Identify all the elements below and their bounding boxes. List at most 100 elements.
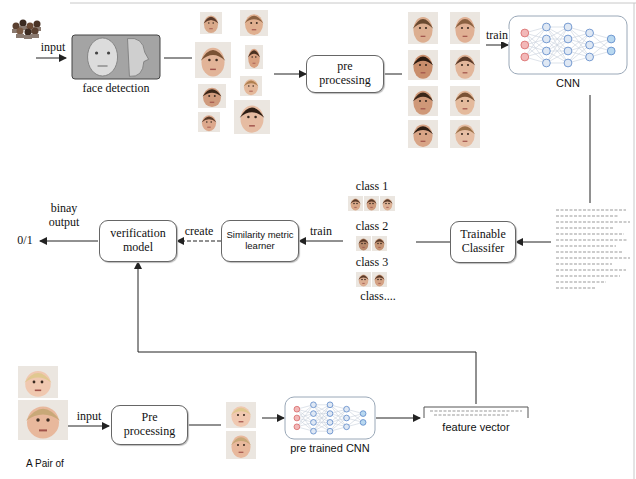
photo-ground — [380, 196, 395, 211]
mouth — [421, 72, 426, 73]
eye — [377, 279, 379, 281]
text-label: class 3 — [344, 256, 400, 270]
connector-arrow — [299, 241, 450, 242]
mouth — [386, 207, 388, 208]
text-label: input — [36, 41, 70, 55]
eye — [208, 95, 210, 97]
cnn-neuron — [311, 420, 317, 426]
feature-values — [556, 245, 616, 246]
cnn-figure: CNN — [508, 15, 628, 93]
eye — [208, 59, 211, 62]
cnn-neuron — [344, 406, 350, 412]
hair — [455, 19, 475, 29]
mouth — [239, 421, 244, 422]
photo-ground — [18, 400, 68, 440]
eye — [210, 121, 212, 123]
cnn-frame — [509, 16, 627, 74]
face-photo — [226, 431, 256, 459]
connector-arrow — [177, 241, 221, 242]
face-photo — [372, 236, 387, 251]
cnn-neuron — [327, 411, 333, 417]
face-skin — [455, 124, 474, 146]
eye — [467, 64, 469, 66]
connector-arrow — [138, 262, 476, 404]
hair — [413, 57, 433, 66]
photo-frame — [72, 35, 160, 79]
face-skin — [359, 274, 369, 286]
face-skin — [245, 14, 263, 35]
hair — [201, 50, 225, 61]
eye — [255, 56, 257, 58]
process-box: verification model — [99, 220, 177, 262]
feature-values — [434, 414, 508, 415]
hair — [202, 89, 221, 96]
face-photo — [348, 196, 363, 211]
photo-ground — [18, 366, 58, 398]
cnn-figure: pre trained CNN — [284, 396, 376, 462]
face-photo — [450, 86, 480, 116]
eye — [33, 381, 36, 384]
cnn-neuron — [311, 428, 317, 434]
hair — [231, 408, 251, 416]
photo-ground — [240, 76, 262, 96]
face-photo — [18, 366, 58, 398]
cnn-neuron — [327, 428, 333, 434]
mouth — [463, 141, 468, 142]
connector-arrow — [164, 58, 306, 74]
hair — [26, 409, 60, 421]
photo-ground — [195, 42, 231, 78]
face-skin — [231, 435, 250, 457]
crowd-head — [20, 20, 27, 27]
face-skin — [359, 238, 369, 250]
face-skin — [413, 55, 432, 79]
photo-ground — [372, 236, 387, 251]
mouth — [362, 247, 364, 248]
hair — [244, 16, 263, 24]
eye — [361, 243, 363, 245]
feature-values — [556, 239, 628, 240]
face-photo — [408, 120, 438, 148]
cnn-neuron — [344, 424, 350, 430]
eye — [364, 279, 366, 281]
hair — [248, 50, 260, 57]
mouth — [209, 28, 213, 29]
feature-values — [556, 287, 596, 288]
face-photo — [364, 196, 379, 211]
crowd-body — [31, 34, 39, 38]
connector-arrow — [516, 95, 590, 242]
eye — [41, 381, 44, 384]
face-photo — [245, 45, 263, 69]
face-skin — [203, 88, 221, 107]
edge-label: train — [309, 225, 333, 238]
cnn-neuron — [564, 23, 572, 31]
mouth — [210, 102, 214, 103]
eye — [425, 133, 427, 135]
face-detection-image: face detection — [68, 34, 164, 100]
face-skin — [202, 115, 216, 131]
hair — [24, 373, 51, 383]
photo-ground — [450, 120, 480, 148]
eye — [250, 22, 252, 24]
face-photo — [200, 12, 222, 34]
face-skin — [351, 198, 361, 210]
eye — [467, 100, 469, 102]
eye — [380, 279, 382, 281]
crowd-head — [34, 21, 41, 28]
photo-ground — [245, 45, 263, 69]
photo-ground — [356, 272, 371, 287]
mouth — [253, 63, 256, 64]
face-photo — [198, 112, 220, 132]
eye — [369, 203, 371, 205]
eye — [214, 95, 216, 97]
eye — [419, 100, 421, 102]
face-skin — [455, 91, 474, 115]
eye — [248, 85, 250, 87]
eye — [243, 414, 245, 416]
text-label: binay output — [38, 202, 90, 230]
face-skin — [204, 16, 218, 34]
hair — [240, 107, 264, 117]
cnn-neuron — [607, 47, 615, 55]
cnn-neuron — [521, 41, 529, 49]
face-skin — [455, 55, 474, 79]
node-art — [508, 15, 628, 75]
